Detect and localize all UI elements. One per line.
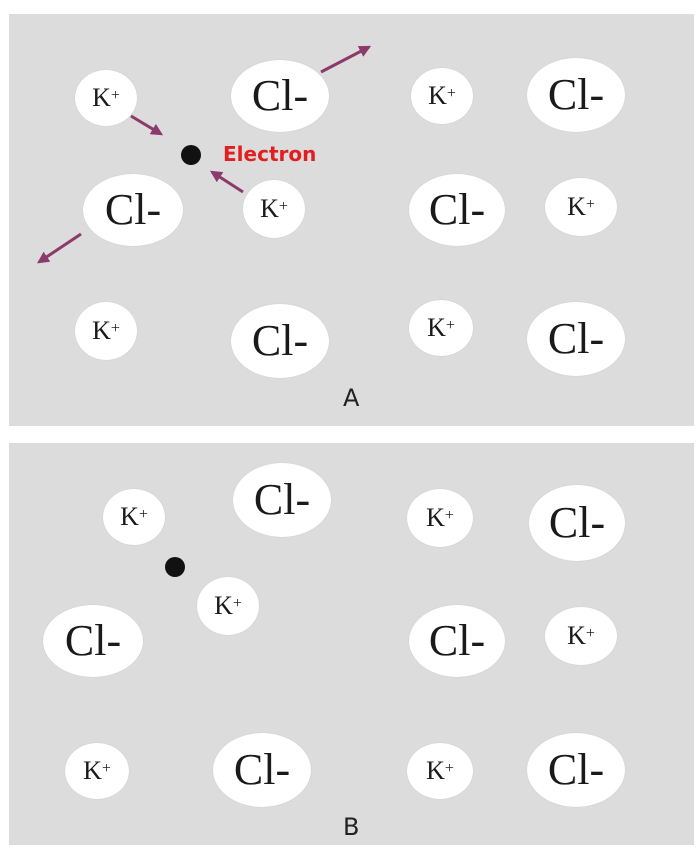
potassium-ion: K+	[65, 743, 129, 799]
chloride-ion: Cl-	[231, 60, 329, 132]
chloride-ion: Cl-	[213, 733, 311, 807]
chloride-ion: Cl-	[233, 463, 331, 537]
panel-a: K+ Cl- K+ Cl- Cl- K+ Cl- K+ K+ Cl- K+ Cl…	[9, 14, 694, 426]
cl-ion-arrow	[320, 45, 372, 74]
potassium-ion: K+	[409, 300, 473, 356]
potassium-ion: K+	[75, 70, 137, 126]
chloride-ion: Cl-	[83, 174, 183, 246]
potassium-ion: K+	[407, 743, 473, 799]
chloride-ion: Cl-	[409, 174, 505, 246]
chloride-ion: Cl-	[527, 733, 625, 807]
potassium-ion: K+	[197, 577, 259, 635]
cl-ion-arrow	[37, 232, 82, 264]
panel-b: K+ Cl- K+ Cl- K+ Cl- Cl- K+ K+ Cl- K+ Cl…	[9, 443, 694, 845]
panel-label-a: A	[343, 384, 360, 412]
potassium-ion: K+	[407, 489, 473, 547]
chloride-ion: Cl-	[43, 605, 143, 677]
potassium-ion: K+	[103, 489, 165, 545]
electron-dot	[165, 557, 185, 577]
chloride-ion: Cl-	[231, 304, 329, 378]
k-ion-arrow	[130, 114, 164, 136]
potassium-ion: K+	[411, 68, 473, 124]
potassium-ion: K+	[243, 180, 305, 238]
electron-dot	[181, 145, 201, 165]
potassium-ion: K+	[75, 302, 137, 360]
k-ion-arrow	[209, 170, 244, 194]
panel-label-b: B	[343, 813, 360, 841]
potassium-ion: K+	[545, 178, 617, 236]
chloride-ion: Cl-	[409, 605, 505, 677]
chloride-ion: Cl-	[529, 485, 625, 561]
potassium-ion: K+	[545, 607, 617, 665]
chloride-ion: Cl-	[527, 58, 625, 132]
electron-label: Electron	[223, 142, 317, 166]
chloride-ion: Cl-	[527, 302, 625, 376]
